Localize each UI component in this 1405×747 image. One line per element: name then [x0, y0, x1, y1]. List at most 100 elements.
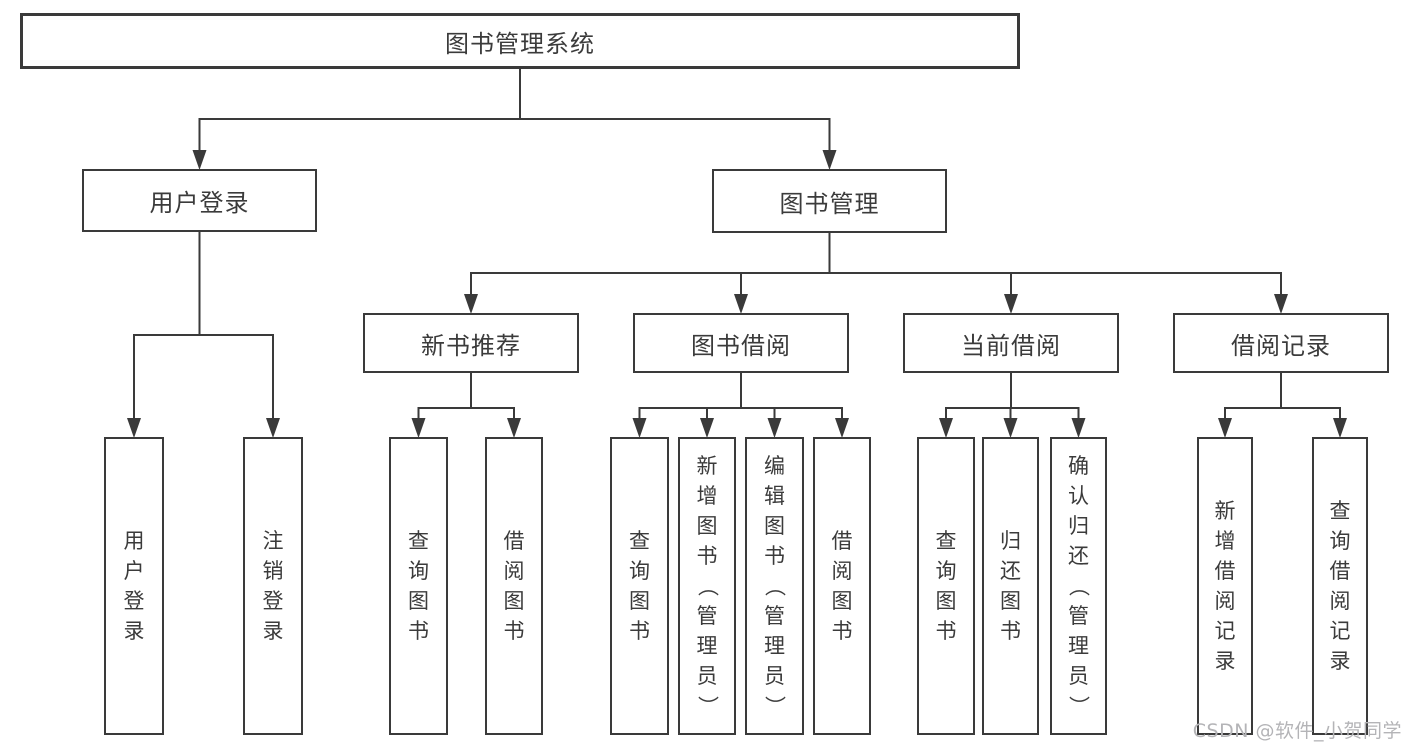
node-label-char: 图 — [629, 589, 650, 613]
node-label-char: 辑 — [764, 484, 785, 508]
arrowhead-icon — [734, 294, 748, 314]
node-label-char: 员 — [1068, 664, 1089, 688]
node-ul-logout: 注销登录 — [243, 437, 303, 735]
node-label-char: 还 — [1000, 559, 1021, 583]
node-label-char: 管 — [696, 604, 718, 628]
node-current-borrow: 当前借阅 — [903, 313, 1119, 373]
node-label-char: 图 — [764, 514, 785, 538]
node-label-char: （ — [1066, 575, 1091, 597]
node-label-char: 借 — [1329, 559, 1351, 583]
node-label-char: 录 — [1214, 649, 1236, 673]
node-br-query: 查询借阅记录 — [1312, 437, 1368, 735]
node-label-char: 记 — [1214, 619, 1236, 643]
node-label: 当前借阅 — [961, 331, 1061, 360]
arrowhead-icon — [1218, 418, 1232, 438]
node-cb-confirm: 确认归还（管理员） — [1050, 437, 1107, 735]
arrowhead-icon — [1274, 294, 1288, 314]
arrowhead-icon — [939, 418, 953, 438]
node-label-char: 询 — [408, 559, 429, 583]
node-label-char: 查 — [629, 529, 650, 553]
node-ul-login: 用户登录 — [104, 437, 164, 735]
arrowhead-icon — [507, 418, 521, 438]
node-bb-edit: 编辑图书（管理员） — [745, 437, 804, 735]
node-label: 图书管理 — [779, 189, 880, 218]
node-cb-return: 归还图书 — [982, 437, 1039, 735]
node-label-char: 用 — [123, 529, 145, 553]
node-label-char: 图 — [831, 589, 853, 613]
node-bb-query: 查询图书 — [610, 437, 669, 735]
node-label-char: （ — [762, 575, 787, 597]
node-label-char: 借 — [503, 529, 525, 553]
arrowhead-icon — [127, 418, 141, 438]
node-label: 图书借阅 — [691, 331, 791, 360]
node-label-char: 询 — [1329, 529, 1351, 553]
node-label-char: 新 — [696, 454, 718, 478]
node-borrow-records: 借阅记录 — [1173, 313, 1389, 373]
node-nb-borrow: 借阅图书 — [485, 437, 543, 735]
node-label-char: 书 — [696, 544, 718, 568]
node-label-char: 销 — [262, 559, 284, 583]
node-label-char: 书 — [629, 619, 650, 643]
node-bb-add: 新增图书（管理员） — [678, 437, 736, 735]
node-label-char: 书 — [935, 619, 957, 643]
node-label-char: 图 — [935, 589, 957, 613]
node-label-char: 归 — [1000, 529, 1021, 553]
node-label-char: 图 — [503, 589, 525, 613]
node-label-char: 理 — [1068, 634, 1089, 658]
node-label-char: 阅 — [1214, 589, 1236, 613]
node-label-char: 图 — [408, 589, 429, 613]
node-label-char: 阅 — [1329, 589, 1351, 613]
node-label-char: 注 — [262, 529, 284, 553]
node-label-char: 录 — [123, 619, 145, 643]
node-label-char: 理 — [764, 634, 785, 658]
node-label-char: 查 — [935, 529, 957, 553]
node-label-char: 增 — [696, 484, 718, 508]
node-nb-query: 查询图书 — [389, 437, 448, 735]
arrowhead-icon — [192, 150, 207, 170]
node-label-char: ） — [762, 695, 787, 717]
arrowhead-icon — [835, 418, 849, 438]
arrowhead-icon — [1071, 418, 1086, 438]
node-label-char: 记 — [1329, 619, 1351, 643]
node-label-char: 图 — [1000, 589, 1021, 613]
node-label-char: 户 — [123, 559, 145, 583]
arrowhead-icon — [411, 418, 426, 438]
node-book-mgmt: 图书管理 — [712, 169, 947, 233]
node-label-char: 管 — [764, 604, 785, 628]
node-bb-borrow: 借阅图书 — [813, 437, 871, 735]
node-label-char: 增 — [1214, 529, 1236, 553]
arrowhead-icon — [700, 418, 714, 438]
node-label-char: 书 — [764, 544, 785, 568]
node-label-char: 查 — [1329, 499, 1351, 523]
node-cb-query: 查询图书 — [917, 437, 975, 735]
arrowhead-icon — [1003, 418, 1018, 438]
node-root: 图书管理系统 — [20, 13, 1020, 69]
node-label-char: 新 — [1214, 499, 1236, 523]
node-label-char: 录 — [1329, 649, 1351, 673]
node-label: 图书管理系统 — [445, 29, 595, 58]
node-label-char: 图 — [696, 514, 718, 538]
node-label-char: 录 — [262, 619, 284, 643]
node-label-char: 登 — [262, 589, 284, 613]
node-label-char: 阅 — [503, 559, 525, 583]
node-label-char: 书 — [503, 619, 525, 643]
node-label-char: 确 — [1068, 454, 1089, 478]
node-label-char: 询 — [935, 559, 957, 583]
node-label-char: 还 — [1068, 544, 1089, 568]
arrowhead-icon — [767, 418, 782, 438]
arrowhead-icon — [464, 294, 478, 314]
node-label: 用户登录 — [149, 189, 250, 217]
node-label-char: 认 — [1068, 484, 1089, 508]
node-label: 新书推荐 — [421, 331, 521, 360]
node-label-char: 编 — [764, 454, 785, 478]
node-book-borrow: 图书借阅 — [633, 313, 849, 373]
arrowhead-icon — [1004, 294, 1018, 314]
node-label-char: ） — [695, 695, 719, 717]
node-label-char: 询 — [629, 559, 650, 583]
node-label-char: 理 — [696, 634, 718, 658]
node-label: 借阅记录 — [1231, 331, 1331, 360]
node-label-char: 查 — [408, 529, 429, 553]
node-br-add: 新增借阅记录 — [1197, 437, 1253, 735]
